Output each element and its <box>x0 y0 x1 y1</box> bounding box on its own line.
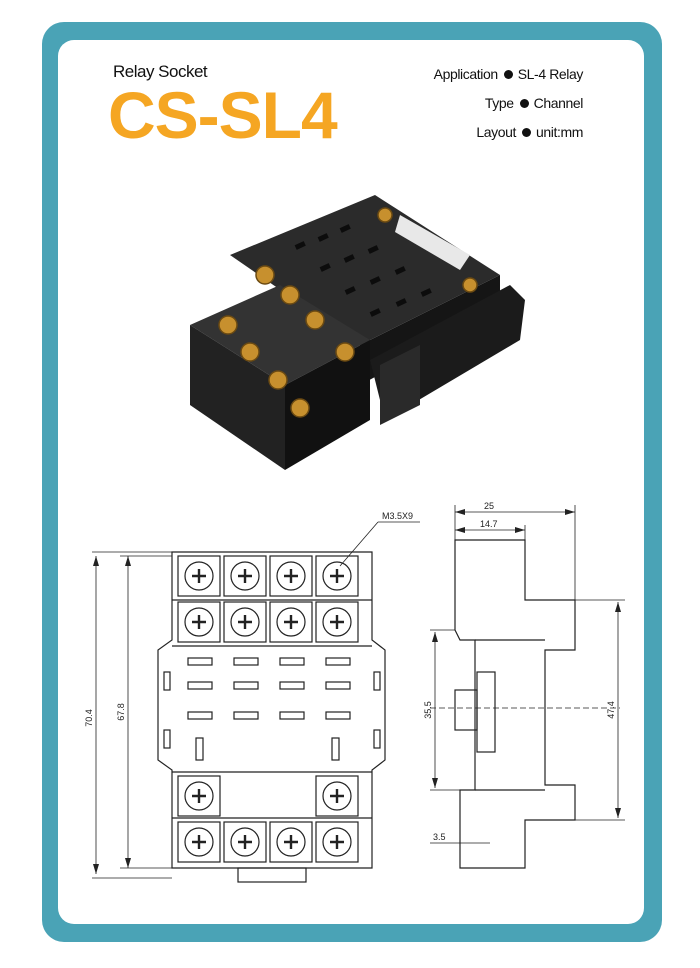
bullet-icon <box>522 128 531 138</box>
spec-label: Type <box>484 95 514 111</box>
product-subtitle: Relay Socket <box>113 62 208 81</box>
bullet-icon <box>503 70 513 80</box>
spec-type: Type Channel <box>484 95 584 111</box>
spec-layout: Layout unit:mm <box>476 124 583 140</box>
spec-label: Layout <box>476 124 516 140</box>
spec-value: Channel <box>533 95 584 111</box>
spec-value: SL-4 Relay <box>517 66 584 82</box>
spec-application: Application SL-4 Relay <box>433 66 584 82</box>
spec-label: Application <box>433 66 498 82</box>
product-title: CS-SL4 <box>108 78 338 152</box>
bullet-icon <box>519 99 529 109</box>
spec-value: unit:mm <box>536 124 583 140</box>
